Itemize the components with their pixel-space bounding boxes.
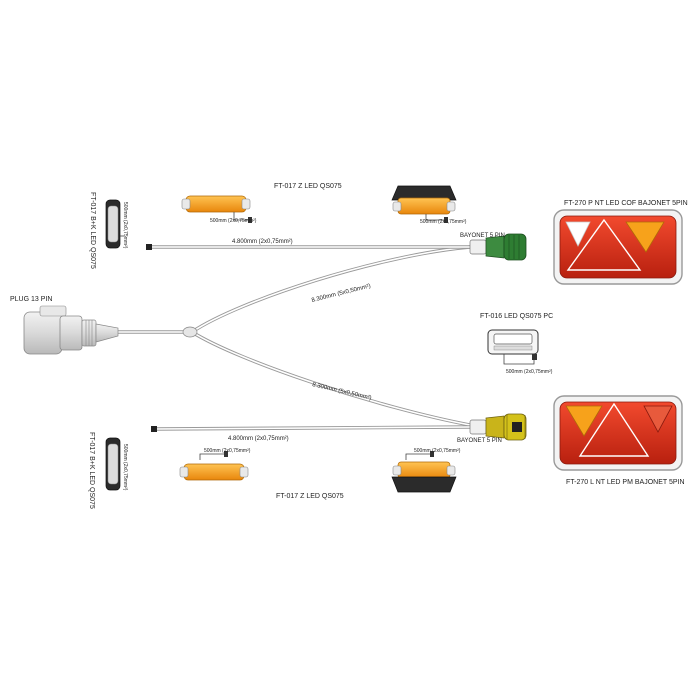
- marker-light-top-left: [181, 195, 252, 223]
- cable-network: [116, 244, 472, 432]
- side-light-top-label: FT-017 B+K LED QS075: [89, 192, 96, 269]
- cable-top-main-label: 8.300mm (5x0,50mm²): [311, 283, 371, 304]
- fog-lens: [643, 405, 673, 433]
- triangle-reflector: [578, 402, 650, 457]
- marker-light-bottom-right: [391, 451, 457, 493]
- rear-lamp-right: [553, 209, 683, 285]
- bayonet-bottom-label: BAYONET 5 PIN: [457, 438, 502, 444]
- lead-label-marker-br: 500mm (2x0,75mm²): [414, 448, 461, 454]
- cable-end-bottom: [151, 426, 157, 432]
- cable-top-side-label: 4.800mm (2x0,75mm²): [232, 239, 293, 245]
- indicator-lens: [625, 221, 665, 253]
- rear-lamp-left-title: FT-270 L NT LED PM BAJONET 5PIN: [566, 479, 685, 486]
- side-light-top: [105, 199, 124, 249]
- top-marker-title: FT-017 Z LED QS075: [274, 183, 342, 190]
- cable-end-top: [146, 244, 152, 250]
- side-light-bottom-label: FT-017 B+K LED QS075: [88, 432, 95, 509]
- rear-lamp-left: [553, 395, 683, 471]
- marker-light-top-right: [391, 185, 457, 223]
- lead-label-marker-bl: 500mm (2x0,75mm²): [204, 448, 251, 454]
- lead-label-side-top: 500mm (2x0,75mm²): [122, 202, 128, 249]
- bottom-marker-title: FT-017 Z LED QS075: [276, 493, 344, 500]
- plug-13-pin: [23, 305, 198, 355]
- side-light-bottom: [105, 437, 121, 491]
- plug-label: PLUG 13 PIN: [10, 296, 52, 303]
- cable-bottom-main-label: 8.300mm (5x0,50mm²): [312, 382, 372, 401]
- reverse-lens: [565, 221, 591, 247]
- lead-label-marker-tl: 500mm (2x0,75mm²): [210, 218, 257, 224]
- triangle-reflector: [566, 218, 642, 271]
- lead-label-marker-tr: 500mm (2x0,75mm²): [420, 219, 467, 225]
- lead-label-plate: 500mm (2x0,75mm²): [506, 369, 553, 375]
- indicator-lens: [565, 405, 603, 437]
- lead-label-side-bottom: 500mm (2x0,75mm²): [122, 444, 128, 491]
- plate-light-title: FT-016 LED QS075 PC: [480, 313, 553, 320]
- marker-light-bottom-left: [179, 451, 249, 481]
- rear-lamp-right-title: FT-270 P NT LED COF BAJONET 5PIN: [564, 200, 688, 207]
- plate-light: [487, 329, 539, 365]
- cable-bottom-side-label: 4.800mm (2x0,75mm²): [228, 436, 289, 442]
- bayonet-connector-top: [469, 233, 527, 261]
- bayonet-connector-bottom: [469, 413, 527, 441]
- bayonet-top-label: BAYONET 5 PIN: [460, 233, 505, 239]
